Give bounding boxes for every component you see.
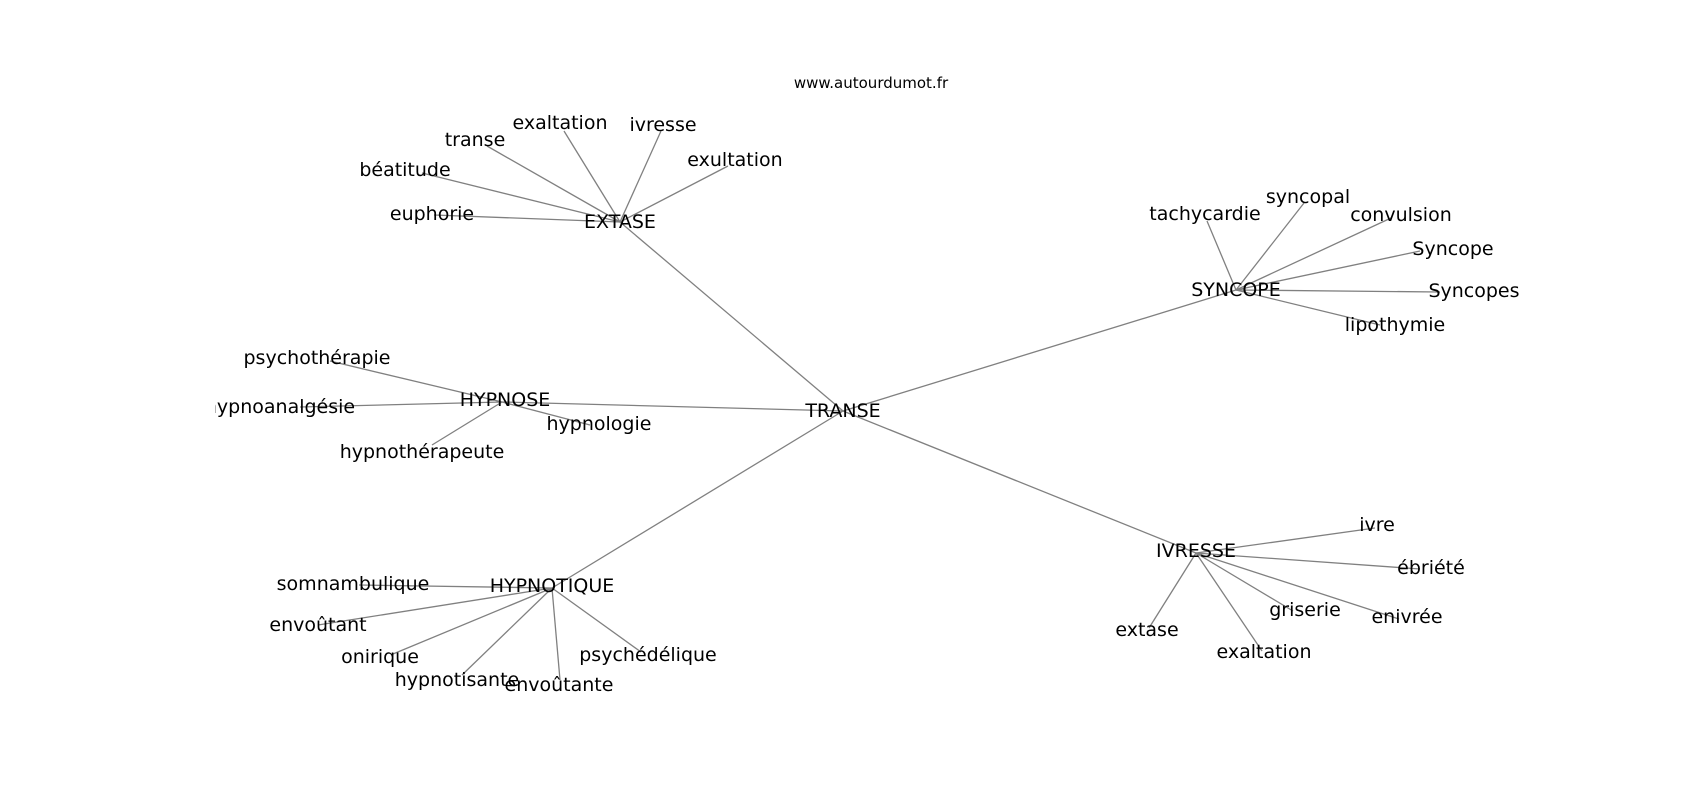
edge-ivresse-griserie (1195, 552, 1294, 612)
node-leaf-extase-transe: transe (445, 129, 506, 151)
edge-ivresse-ivre (1195, 527, 1376, 554)
node-leaf-ivresse-extase: extase (1115, 619, 1178, 641)
edge-syncope-lipothymie (1235, 289, 1381, 326)
watermark: www.autourdumot.fr (794, 74, 949, 92)
edge-hypnotique-somnambulique (358, 584, 553, 589)
edge-hypnose-hypnotherapeute (431, 401, 503, 446)
edge-hypnotique-envoutante (551, 587, 561, 681)
edge-extase-ivresse (619, 130, 662, 223)
node-leaf-hypnotique-somnambulique: somnambulique (277, 573, 430, 595)
edge-extase-exaltation (563, 130, 621, 223)
edge-extase-exultation (619, 165, 729, 223)
edge-center-hypnose (501, 401, 844, 412)
node-leaf-ivresse-ebriete: ébriété (1397, 557, 1465, 579)
node-leaf-hypnose-psychotherapie: psychothérapie (244, 347, 391, 369)
node-hub-hypnose: HYPNOSE (460, 389, 551, 411)
edge-extase-transe (486, 145, 621, 223)
edge-syncope-syncope (1235, 250, 1421, 291)
edge-extase-beatitude (421, 172, 621, 223)
node-leaf-hypnotique-onirique: onirique (341, 646, 419, 668)
edge-hypnose-hypnologie (501, 401, 591, 426)
node-leaf-ivresse-ivre: ivre (1359, 514, 1395, 536)
node-leaf-hypnotique-envoutante: envoûtante (505, 674, 614, 696)
node-leaf-extase-euphorie: euphorie (390, 203, 474, 225)
node-leaf-hypnotique-envoutant: envoûtant (269, 614, 366, 636)
edge-center-hypnotique (551, 410, 844, 589)
edge-ivresse-enivree (1195, 552, 1400, 620)
node-leaf-syncope-syncope: Syncope (1412, 238, 1493, 260)
edge-hypnose-hypnoanalgesie (299, 401, 503, 408)
node-leaf-ivresse-exaltation: exaltation (1216, 641, 1311, 663)
node-leaf-syncope-lipothymie: lipothymie (1345, 314, 1445, 336)
node-leaf-syncope-syncopes: Syncopes (1428, 280, 1519, 302)
node-leaf-syncope-tachycardie: tachycardie (1149, 203, 1260, 225)
edge-center-ivresse (842, 410, 1197, 554)
node-hub-hypnotique: HYPNOTIQUE (490, 575, 615, 597)
node-center-transe: TRANSE (804, 400, 880, 422)
edge-syncope-syncopal (1235, 202, 1305, 291)
node-leaf-extase-beatitude: béatitude (359, 159, 450, 181)
edge-ivresse-exaltation (1195, 552, 1263, 652)
node-leaf-extase-exultation: exultation (687, 149, 782, 171)
edge-ivresse-extase (1148, 552, 1197, 629)
node-leaf-hypnose-hypnotherapeute: hypnothérapeute (340, 441, 505, 463)
edge-syncope-tachycardie (1206, 220, 1237, 291)
node-leaf-syncope-syncopal: syncopal (1266, 186, 1350, 208)
edge-center-syncope (842, 289, 1237, 412)
node-leaf-hypnose-hypnoanalgesie: hypnoanalgésie (205, 396, 355, 418)
node-leaf-ivresse-griserie: griserie (1269, 599, 1341, 621)
edge-hypnotique-envoutant (317, 587, 553, 626)
edge-syncope-convulsion (1235, 217, 1392, 291)
node-hub-ivresse: IVRESSE (1156, 540, 1236, 562)
node-leaf-extase-exaltation: exaltation (512, 112, 607, 134)
edge-hypnotique-onirique (392, 587, 553, 655)
node-leaf-hypnose-hypnologie: hypnologie (547, 413, 652, 435)
node-hub-extase: EXTASE (584, 211, 656, 233)
edge-hypnotique-hypnotisante (461, 587, 553, 676)
node-leaf-hypnotique-hypnotisante: hypnotisante (395, 669, 519, 691)
edge-ivresse-ebriete (1195, 552, 1421, 570)
edge-extase-euphorie (433, 214, 621, 223)
labels-layer: TRANSE EXTASE transe exaltation ivresse exult… (205, 112, 1520, 696)
edge-center-extase (619, 221, 844, 412)
edge-hypnotique-psychedelique (551, 587, 642, 653)
node-hub-syncope: SYNCOPE (1191, 279, 1281, 301)
node-leaf-hypnotique-psychedelique: psychédélique (579, 644, 716, 666)
edge-syncope-syncopes (1235, 289, 1441, 293)
node-leaf-syncope-convulsion: convulsion (1350, 204, 1452, 226)
edge-hypnose-psychotherapie (329, 360, 503, 403)
edges-layer (299, 130, 1441, 681)
node-leaf-extase-ivresse: ivresse (629, 114, 696, 136)
node-leaf-ivresse-enivree: enivrée (1371, 606, 1442, 628)
